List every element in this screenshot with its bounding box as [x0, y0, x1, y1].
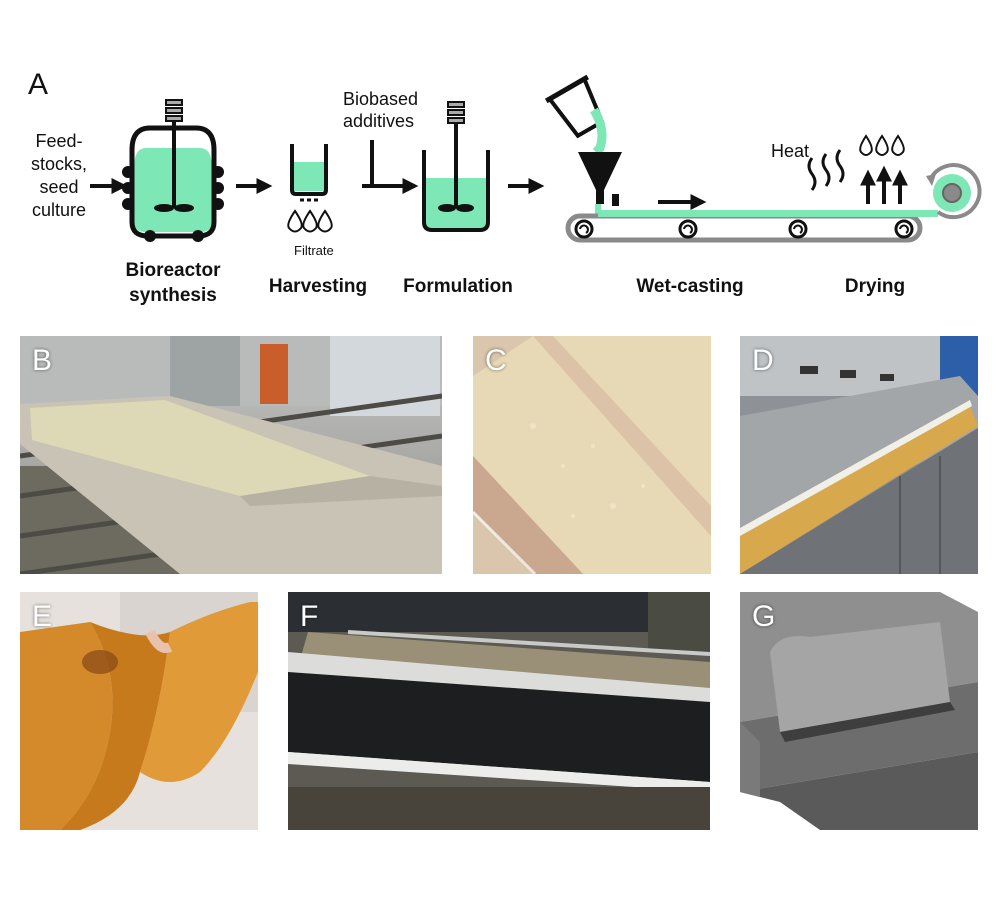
- stage-formulation-label: Formulation: [403, 276, 513, 297]
- photo-c-film-closeup: C: [473, 336, 711, 574]
- panel-label-b: B: [32, 344, 53, 377]
- filtrate-drops-icon: [287, 209, 333, 233]
- filtrate-label: Filtrate: [294, 243, 334, 258]
- panel-label-e: E: [32, 600, 53, 633]
- vapor-arrows-icon: [860, 165, 908, 204]
- photo-g-gray-sheets: G: [740, 592, 978, 830]
- feedstock-label: Feed- stocks, seed culture: [30, 131, 87, 220]
- photo-d-casting-machine: D: [740, 336, 978, 574]
- bioreactor-icon: [122, 99, 224, 242]
- formulation-tank-icon: [422, 101, 490, 232]
- panel-label-g: G: [752, 600, 776, 633]
- panel-label-d: D: [752, 344, 774, 377]
- panel-label-c: C: [485, 344, 507, 377]
- stage-wetcasting-label: Wet-casting: [636, 276, 744, 297]
- casting-line-icon: [544, 74, 982, 243]
- photo-b-wet-film: B: [20, 336, 442, 574]
- heat-waves-icon: [807, 149, 845, 191]
- harvesting-filter-icon: [290, 144, 328, 202]
- evaporation-drops-icon: [859, 134, 905, 156]
- stage-bioreactor-label: Bioreactor synthesis: [125, 260, 221, 306]
- process-schematic: [90, 74, 982, 243]
- photo-e-amber-film: E: [20, 592, 258, 830]
- panel-label-a: A: [28, 68, 49, 101]
- panel-label-f: F: [300, 600, 319, 633]
- stage-drying-label: Drying: [844, 276, 906, 297]
- photo-f-black-film: F: [288, 592, 710, 830]
- stage-harvesting-label: Harvesting: [268, 276, 368, 297]
- biobased-additives-label: Biobased additives: [343, 89, 419, 131]
- heat-label: Heat: [771, 141, 810, 161]
